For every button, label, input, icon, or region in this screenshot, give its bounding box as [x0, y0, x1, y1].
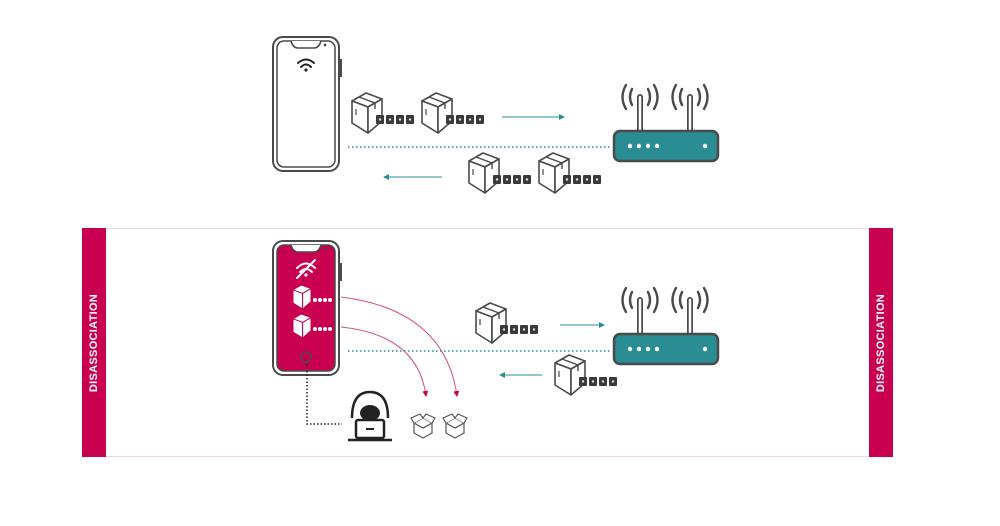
smartphone-icon: [272, 36, 343, 172]
redirect-arrow: [340, 326, 429, 397]
uplink-packet: [422, 93, 484, 133]
open-box-icon: [410, 413, 436, 439]
router-icon: [614, 85, 718, 161]
wifi-icon: [297, 58, 315, 72]
disassociation-band-left: DISASSOCIATION: [82, 228, 106, 457]
attacker-link: [306, 364, 342, 425]
attack-scene-frame: [82, 228, 892, 457]
router-icon: [614, 288, 718, 364]
captured-packet: [291, 313, 332, 340]
uplink-packet: [476, 303, 538, 343]
smartphone-icon: [272, 240, 342, 376]
wifi-off-icon: [296, 259, 316, 279]
downlink-packet: [555, 355, 617, 395]
captured-packet: [291, 284, 332, 311]
open-box-icon: [442, 413, 468, 439]
uplink-packet: [352, 93, 414, 133]
downlink-packet: [469, 153, 531, 193]
redirect-arrow: [340, 296, 460, 397]
hacker-icon: [348, 390, 392, 442]
disassociation-band-right: DISASSOCIATION: [869, 228, 893, 457]
downlink-packet: [539, 153, 601, 193]
